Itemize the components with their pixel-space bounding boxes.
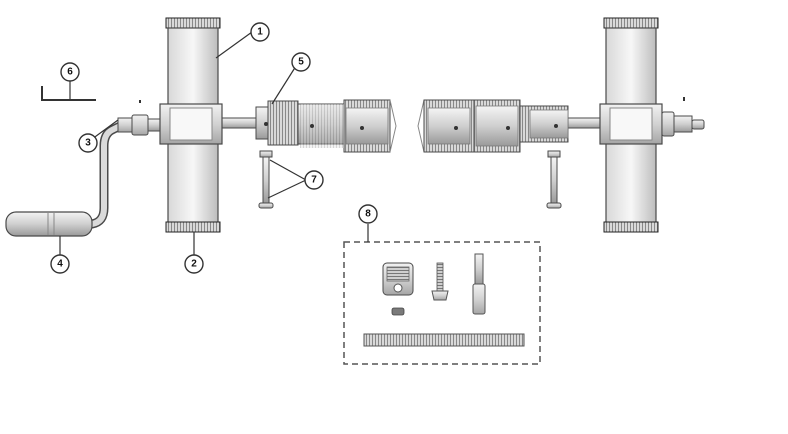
break-marks [389, 99, 425, 153]
main-shaft-right [567, 117, 605, 129]
end-roller-right [599, 17, 663, 233]
axle-nut-right [661, 97, 705, 137]
callout-3: 3 [78, 133, 98, 153]
callout-7: 7 [304, 170, 324, 190]
clip-part [382, 262, 414, 316]
end-roller-left [159, 17, 223, 233]
callout-label: 4 [57, 259, 63, 270]
driver-bit [472, 253, 486, 315]
main-shaft [219, 117, 261, 129]
callout-4: 4 [50, 254, 70, 274]
bolt-part [431, 262, 449, 301]
callout-label: 7 [311, 175, 317, 186]
callout-label: 5 [298, 57, 304, 68]
callout-label: 3 [85, 138, 91, 149]
callout-2: 2 [184, 254, 204, 274]
callout-8: 8 [358, 204, 378, 224]
callout-label: 6 [67, 67, 73, 78]
callout-5: 5 [291, 52, 311, 72]
tube-segments-right [423, 99, 569, 153]
hardware-kit [343, 241, 541, 365]
callout-label: 8 [365, 209, 371, 220]
crank-handle [5, 121, 125, 237]
callout-6: 6 [60, 62, 80, 82]
callout-1: 1 [250, 22, 270, 42]
strip-part [363, 333, 525, 347]
crank-collar [117, 100, 163, 136]
tube-segments-left [255, 99, 391, 153]
support-pins [258, 150, 562, 209]
bracket [41, 86, 96, 101]
callout-label: 1 [257, 27, 263, 38]
callout-label: 2 [191, 259, 197, 270]
